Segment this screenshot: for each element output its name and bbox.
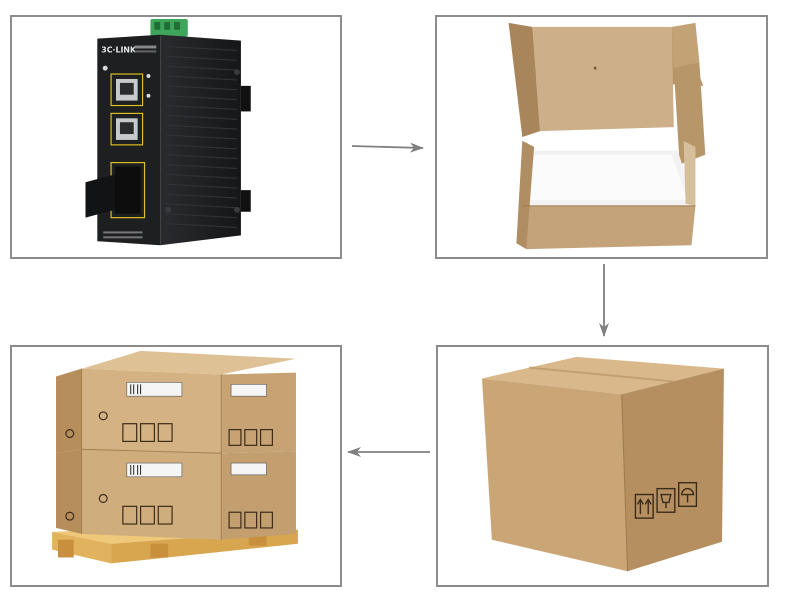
arrow-right-icon [351, 142, 424, 153]
carton-icon [482, 356, 724, 572]
step-carton-panel [436, 345, 769, 587]
brand-label: 3C·LINK [101, 45, 137, 54]
step-product-panel: 3C·LINK [10, 15, 342, 259]
step-pallet-panel [10, 345, 342, 587]
device-icon: 3C·LINK [85, 18, 251, 246]
step-inner-box-panel [435, 15, 768, 259]
pallet-icon [52, 350, 298, 564]
open-box-icon [508, 22, 706, 250]
